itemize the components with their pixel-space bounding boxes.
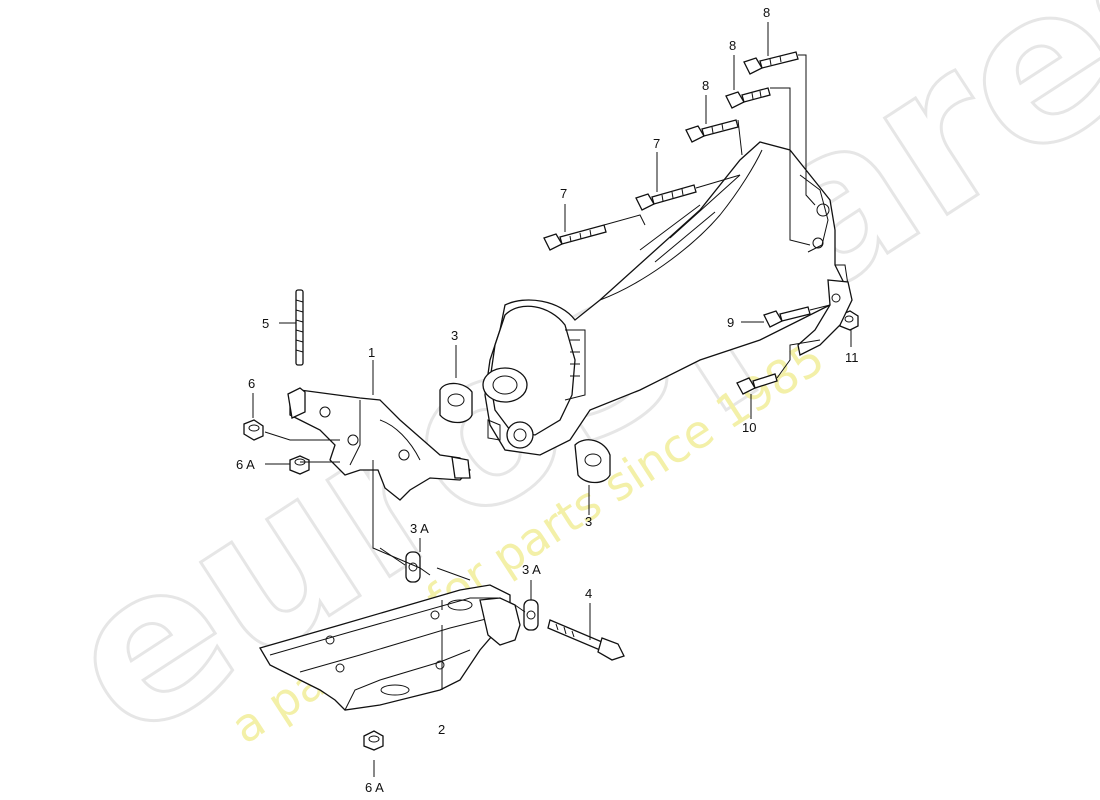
crossmember [259,584,521,711]
callout-6: 6 [248,376,255,391]
callout-1: 1 [368,345,375,360]
bolt-8-mid [725,87,771,109]
stud [295,289,304,366]
mount-bracket [287,387,471,501]
bolt-8-right [743,51,799,75]
callout-4: 4 [585,586,592,601]
callout-5: 5 [262,316,269,331]
callout-3-top: 3 [451,328,458,343]
callout-7-right: 7 [653,136,660,151]
callout-3-bottom: 3 [585,514,592,529]
leader-lines [252,22,852,777]
callout-9: 9 [727,315,734,330]
callout-7-left: 7 [560,186,567,201]
nut [243,419,264,441]
spacer-plate-right [523,599,539,631]
bolt-8-left [685,119,739,143]
bolt-7-right [635,184,697,211]
callout-3a-right: 3 A [522,562,541,577]
callout-8-right: 8 [763,5,770,20]
bolt-7-left [543,224,607,251]
bolt-long [547,619,625,661]
callout-6a-left: 6 A [236,457,255,472]
transmission-housing [482,141,849,456]
callout-2: 2 [438,722,445,737]
callout-3a-left: 3 A [410,521,429,536]
bolt-10 [736,373,778,395]
callouts: 1 2 3 3 3 A 3 A 4 5 6 6 A 6 A 7 7 8 8 8 … [236,5,859,795]
shim-washer-lower [574,439,611,484]
rear-mount-tab [797,279,853,356]
callout-8-left: 8 [702,78,709,93]
callout-6a-bottom: 6 A [365,780,384,795]
spacer-plate-left [405,551,421,583]
callout-8-mid: 8 [729,38,736,53]
flange-nut-upper [289,455,310,475]
bolt-9 [763,306,811,328]
flange-nut-lower [363,730,384,751]
shim-washer-upper [439,382,473,424]
callout-10: 10 [742,420,756,435]
callout-11: 11 [845,350,859,365]
